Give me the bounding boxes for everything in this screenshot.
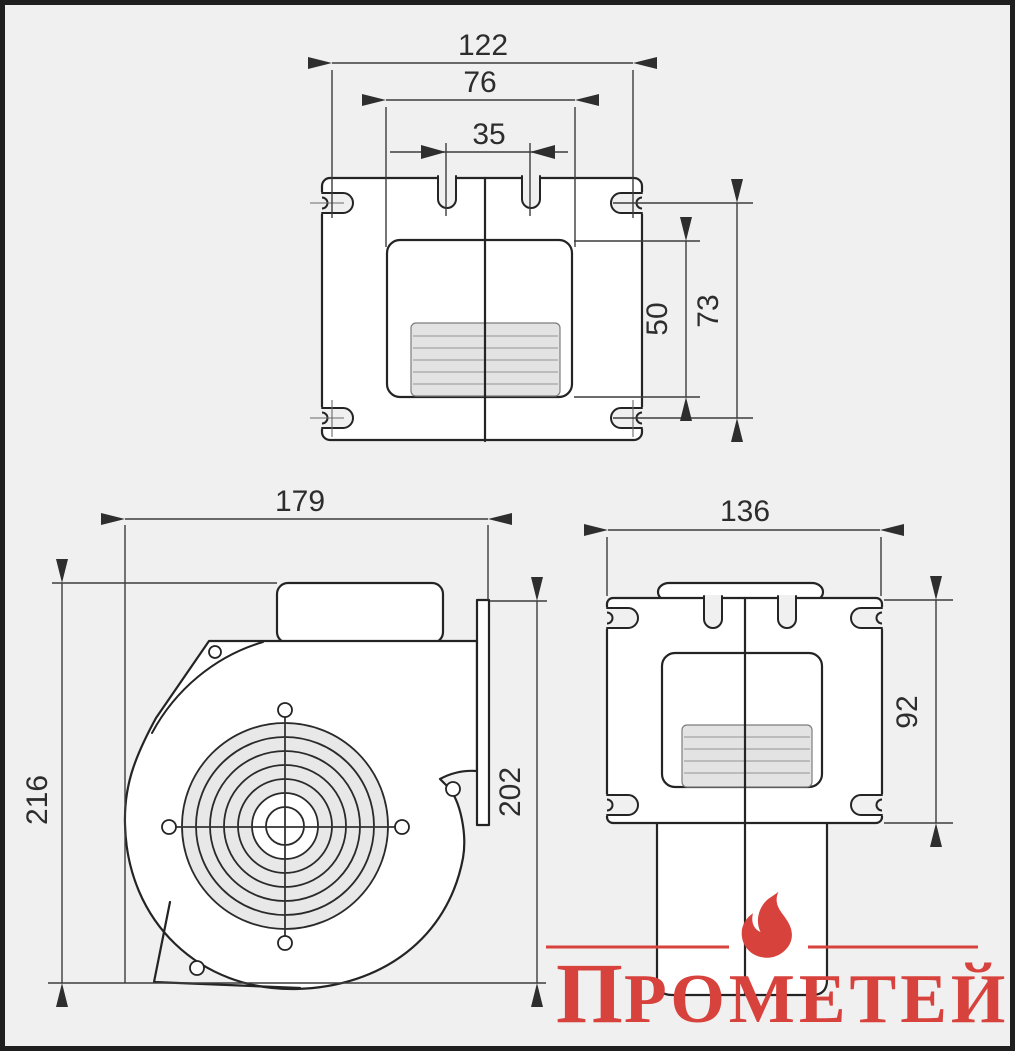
dim-label-overall-height: 216 [21, 775, 54, 825]
dim-label-notch-spacing: 35 [472, 118, 505, 151]
grille-screw [394, 819, 410, 835]
dim-label-overall-length: 179 [275, 485, 325, 518]
mount-hole [189, 960, 205, 976]
outlet-duct [655, 820, 829, 997]
mounting-slot [601, 793, 640, 817]
dimensions: 122 76 35 50 73 179 216 202 136 92 [21, 29, 953, 1007]
mount-hole [208, 645, 222, 659]
mounting-slot [849, 793, 888, 817]
mounting-slot [849, 606, 888, 630]
mounting-notch [777, 594, 797, 629]
damper-grille [681, 724, 813, 788]
mount-hole [445, 781, 461, 797]
mounting-notch [521, 174, 541, 209]
dim-label-flange-width: 136 [720, 495, 770, 528]
brand-logo: П РОМЕТЕЙ [546, 891, 1009, 1041]
side-view [123, 581, 491, 991]
top-view [310, 174, 648, 443]
outlet-flange-plate [475, 598, 491, 827]
mount-foot [152, 900, 302, 990]
front-view [601, 581, 888, 997]
grille-screw [277, 935, 293, 951]
terminal-box [275, 581, 445, 645]
mounting-notch [437, 174, 457, 209]
mounting-slot [601, 606, 640, 630]
grille-screw [277, 702, 293, 718]
dim-label-overall-width: 122 [458, 29, 508, 62]
dim-label-inner-depth: 50 [641, 302, 674, 335]
dim-label-body-height: 92 [891, 695, 924, 728]
mounting-notch [703, 594, 723, 629]
brand-wordmark-initial: П [556, 945, 623, 1041]
motor-grille [161, 702, 410, 951]
flame-icon [741, 891, 792, 958]
grille-screw [161, 819, 177, 835]
dim-label-flange-height: 202 [494, 767, 527, 817]
brand-wordmark-rest: РОМЕТЕЙ [624, 961, 1009, 1038]
volute-scroll-line [151, 641, 264, 734]
dim-label-inner-width: 76 [463, 66, 496, 99]
dim-label-mount-depth: 73 [692, 294, 725, 327]
